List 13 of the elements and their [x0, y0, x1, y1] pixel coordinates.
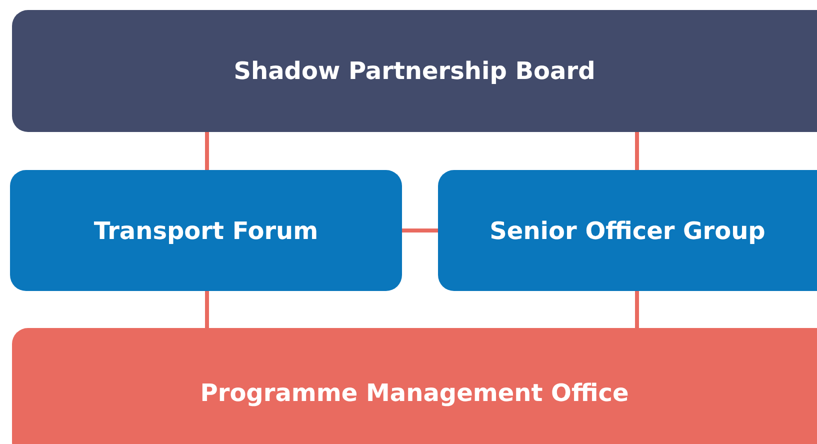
box-title: Programme Management Office — [200, 379, 629, 407]
connector-line — [205, 291, 209, 328]
connector-line — [205, 132, 209, 170]
org-box — [12, 10, 817, 132]
org-box — [438, 170, 817, 291]
connector-line — [635, 291, 639, 328]
box-title: Transport Forum — [94, 216, 318, 244]
org-box — [10, 170, 402, 291]
connector-line — [635, 132, 639, 170]
box-title: Senior Officer Group — [490, 216, 766, 244]
org-box — [12, 328, 817, 444]
box-title: Shadow Partnership Board — [234, 57, 596, 85]
connector-line — [402, 228, 438, 232]
